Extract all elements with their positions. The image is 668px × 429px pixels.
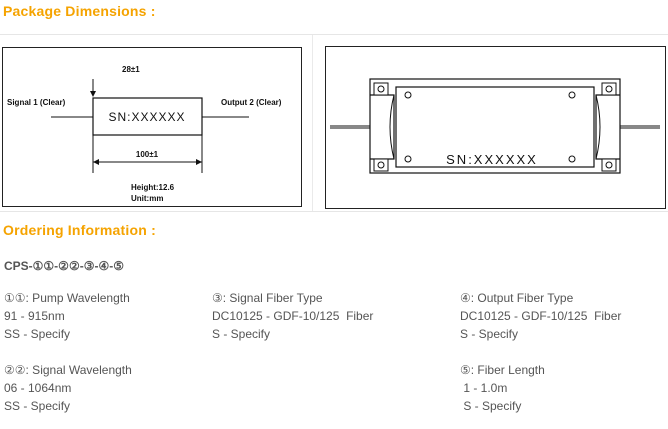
option-signal-fiber-type: ③: Signal Fiber Type DC10125 - GDF-10/12… [212,289,373,343]
inner-body [395,86,595,168]
option-value: 1 - 1.0m [460,381,508,395]
dimension-drawing-svg: 28±1 SN:XXXXXX Signal 1 (Clear) Output 2… [7,65,282,203]
length-dimension-label: 100±1 [136,150,159,159]
option-title: ⑤: Fiber Length [460,363,545,377]
units-label: Unit:mm [131,194,163,203]
top-dimension-label: 28±1 [122,65,140,74]
option-output-fiber-type: ④: Output Fiber Type DC10125 - GDF-10/12… [460,289,621,343]
option-title: ③: Signal Fiber Type [212,291,323,305]
signal-label: Signal 1 (Clear) [7,98,66,107]
option-title: ②②: Signal Wavelength [4,363,132,377]
package-serial-label: SN:XXXXXX [446,152,538,167]
ordering-information-heading: Ordering Information : [3,222,156,238]
package-photo-drawing: SN:XXXXXX [325,46,666,209]
option-value: DC10125 - GDF-10/125 Fiber [460,309,622,323]
figure-separator [312,35,313,211]
option-value: SS - Specify [4,399,71,413]
package-outline-svg: SN:XXXXXX [330,78,660,174]
option-value: S - Specify [460,327,519,341]
option-value: 06 - 1064nm [4,381,72,395]
option-value: SS - Specify [4,327,71,341]
option-value: DC10125 - GDF-10/125 Fiber [212,309,374,323]
option-value: S - Specify [212,327,271,341]
option-value: S - Specify [460,399,522,413]
option-fiber-length: ⑤: Fiber Length 1 - 1.0m S - Specify [460,361,545,415]
screw-icons [373,82,617,172]
dimension-drawing: 28±1 SN:XXXXXX Signal 1 (Clear) Output 2… [2,47,302,207]
part-number-code: CPS-①①-②②-③-④-⑤ [4,259,124,273]
package-dimensions-heading: Package Dimensions : [3,3,156,19]
output-label: Output 2 (Clear) [221,98,282,107]
serial-number-label: SN:XXXXXX [108,110,185,124]
option-pump-wavelength: ①①: Pump Wavelength 91 - 915nm SS - Spec… [4,289,130,343]
option-title: ④: Output Fiber Type [460,291,574,305]
option-signal-wavelength: ②②: Signal Wavelength 06 - 1064nm SS - S… [4,361,132,415]
option-title: ①①: Pump Wavelength [4,291,130,305]
height-label: Height:12.6 [131,183,175,192]
figures-row: 28±1 SN:XXXXXX Signal 1 (Clear) Output 2… [0,34,668,212]
option-value: 91 - 915nm [4,309,65,323]
